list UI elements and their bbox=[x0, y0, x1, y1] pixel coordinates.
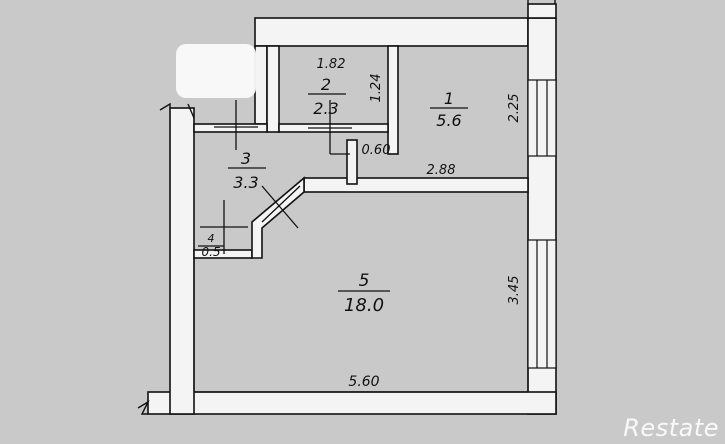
dim-kitchen-length: 2.88 bbox=[427, 163, 456, 178]
wall-top bbox=[254, 17, 529, 47]
wall-post bbox=[346, 139, 358, 185]
room-1-id: 1 bbox=[444, 89, 454, 108]
room-2-id: 2 bbox=[321, 75, 331, 94]
window-living bbox=[527, 239, 557, 369]
room-5-area: 18.0 bbox=[344, 295, 384, 316]
dim-bath-width: 1.82 bbox=[317, 57, 346, 72]
wall-bath-left bbox=[266, 45, 280, 133]
wall-right-top bbox=[527, 3, 557, 19]
room-1-area: 5.6 bbox=[436, 111, 461, 130]
wall-bottom bbox=[147, 391, 557, 415]
room-5-id: 5 bbox=[359, 271, 370, 291]
corner-ticks bbox=[137, 0, 556, 415]
dim-kitchen-width: 2.25 bbox=[507, 94, 522, 123]
wall-left bbox=[169, 107, 195, 415]
dim-door-width: 0.60 bbox=[362, 143, 391, 158]
room-3-id: 3 bbox=[241, 149, 251, 168]
watermark-logo: Restate bbox=[623, 414, 719, 442]
room-2-area: 2.3 bbox=[313, 99, 338, 118]
living-outline bbox=[193, 192, 529, 393]
wall-bath-right bbox=[387, 45, 399, 155]
wall-kitchen-bottom bbox=[303, 177, 529, 193]
room-4-id: 4 bbox=[208, 232, 215, 245]
blurred-patch bbox=[176, 44, 256, 98]
wall-left-stub bbox=[254, 45, 268, 125]
dim-living-width: 3.45 bbox=[507, 276, 522, 305]
wall-diagonal bbox=[251, 176, 305, 259]
dim-bath-depth: 1.24 bbox=[369, 74, 384, 103]
door-marks bbox=[198, 100, 352, 254]
window-kitchen bbox=[527, 79, 557, 157]
dim-living-length: 5.60 bbox=[348, 374, 379, 390]
room-4-area: 0.5 bbox=[201, 245, 220, 259]
wall-entry-top bbox=[193, 123, 268, 133]
room-3-area: 3.3 bbox=[233, 173, 258, 192]
